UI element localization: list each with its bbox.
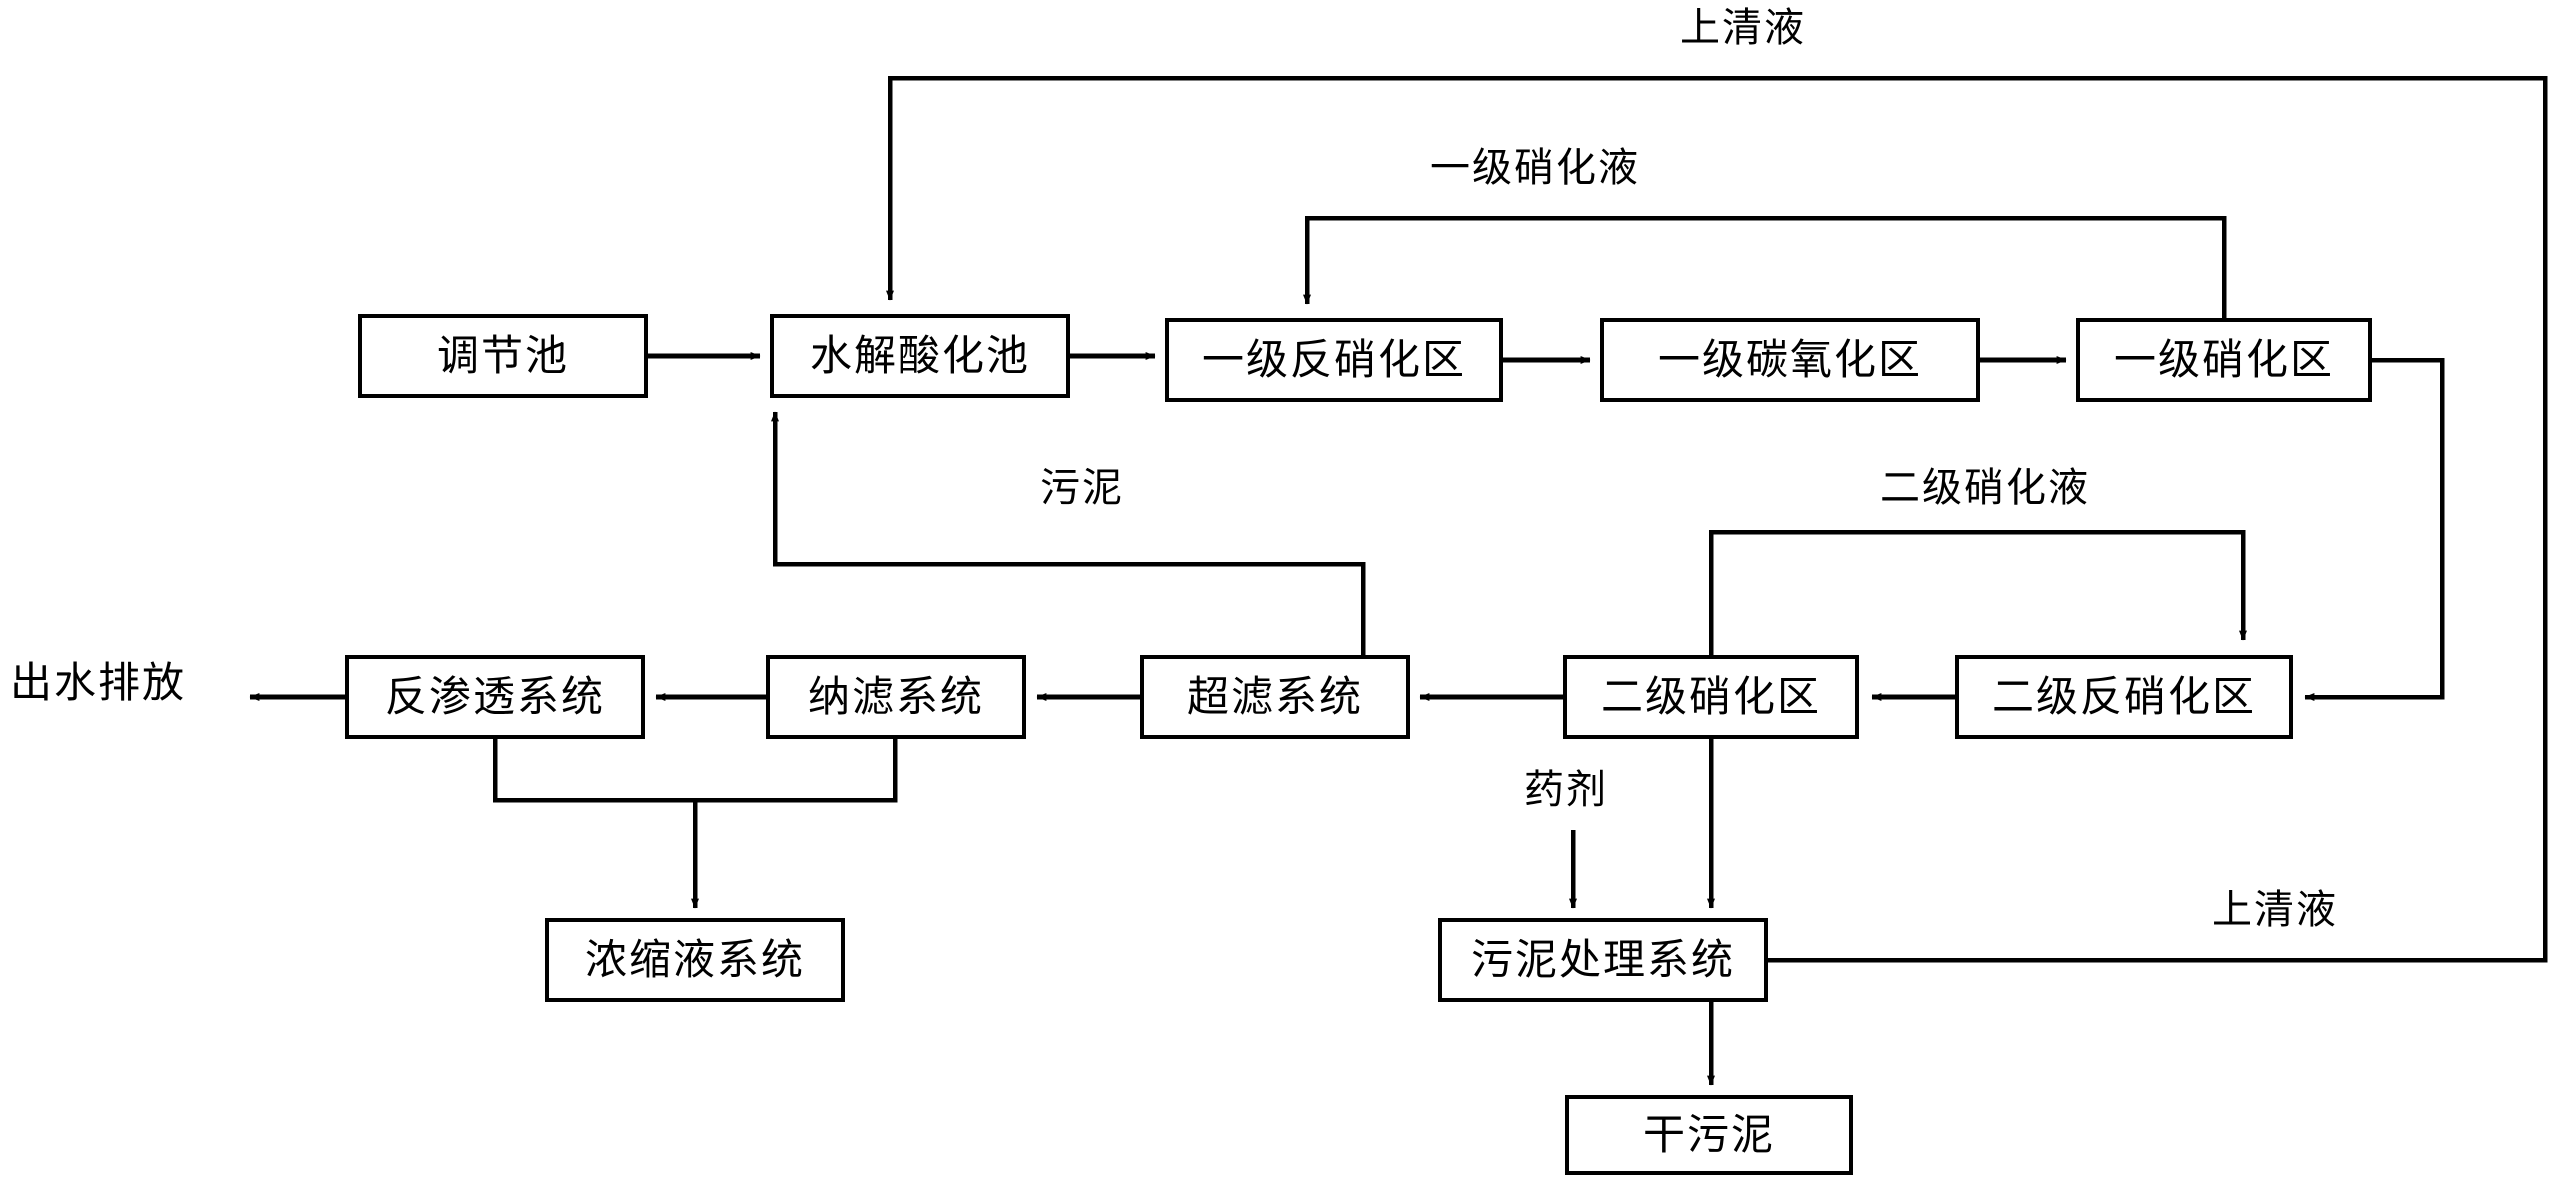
edge-label-shangqingye-top: 上清液 — [1680, 5, 1806, 51]
edge-label-shangqingye-bottom: 上清液 — [2212, 887, 2338, 933]
node-nongsuoye-xitong[interactable]: 浓缩液系统 — [545, 918, 845, 1002]
node-label: 浓缩液系统 — [584, 935, 805, 984]
edge-label-wuni: 污泥 — [1040, 465, 1124, 511]
node-nalv-xitong[interactable]: 纳滤系统 — [766, 655, 1026, 739]
edge-label-erji-xiaohuaye: 二级硝化液 — [1880, 465, 2090, 511]
node-label: 一级碳氧化区 — [1657, 335, 1922, 384]
node-label: 一级硝化区 — [2113, 335, 2334, 384]
node-yiji-xiaohua-qu[interactable]: 一级硝化区 — [2076, 318, 2372, 402]
edge-supernatant-to-shuijie — [886, 75, 2548, 963]
node-label: 水解酸化池 — [809, 331, 1030, 380]
node-wuni-chuli-xitong[interactable]: 污泥处理系统 — [1438, 918, 1768, 1002]
node-label: 纳滤系统 — [807, 672, 984, 721]
node-label: 污泥处理系统 — [1470, 935, 1735, 984]
node-label: 干污泥 — [1642, 1110, 1775, 1159]
edge-yijixiaohuaye-recycle — [1303, 215, 2227, 318]
edge-membranes-to-nongsuoye — [492, 739, 898, 803]
node-label: 超滤系统 — [1186, 672, 1363, 721]
edge-label-yiji-xiaohuaye: 一级硝化液 — [1430, 145, 1640, 191]
node-label: 一级反硝化区 — [1201, 335, 1466, 384]
node-fanshentou-xitong[interactable]: 反渗透系统 — [345, 655, 645, 739]
node-ganwuni[interactable]: 干污泥 — [1565, 1095, 1853, 1175]
node-label: 二级反硝化区 — [1991, 672, 2256, 721]
edge-wuni-recycle — [771, 411, 1366, 655]
edge-yijixiaohua-to-erjifanxiaohua — [2304, 357, 2445, 701]
node-label: 二级硝化区 — [1600, 672, 1821, 721]
node-erji-fanxiaohua-qu[interactable]: 二级反硝化区 — [1955, 655, 2293, 739]
node-label: 反渗透系统 — [384, 672, 605, 721]
edge-erjixiaohuaye-recycle — [1708, 529, 2247, 655]
label-chushui-paifang: 出水排放 — [10, 658, 187, 707]
node-shuijiesuanhuachi[interactable]: 水解酸化池 — [770, 314, 1070, 398]
node-yiji-tanyanghua-qu[interactable]: 一级碳氧化区 — [1600, 318, 1980, 402]
node-erji-xiaohua-qu[interactable]: 二级硝化区 — [1563, 655, 1859, 739]
node-label: 调节池 — [436, 331, 569, 380]
edge-label-yaoji: 药剂 — [1524, 767, 1608, 813]
node-chaolv-xitong[interactable]: 超滤系统 — [1140, 655, 1410, 739]
node-tiaojiechi[interactable]: 调节池 — [358, 314, 648, 398]
node-yiji-fanxiaohua-qu[interactable]: 一级反硝化区 — [1165, 318, 1503, 402]
